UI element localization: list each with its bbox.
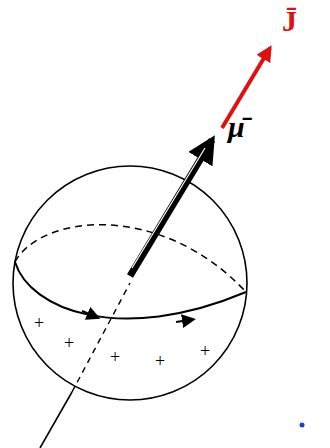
label-text: + (110, 347, 120, 367)
label-text: + (34, 313, 44, 333)
charge-sign: + (155, 352, 165, 370)
sphere-outline (13, 166, 247, 400)
label-text: + (155, 351, 165, 371)
label-text: J̄ (282, 4, 297, 37)
equator-back (15, 225, 246, 292)
axis-line (40, 392, 72, 448)
current-arrow (176, 320, 189, 322)
charge-sign: + (34, 314, 44, 332)
angular-momentum-label: J̄ (282, 6, 297, 36)
charge-sign: + (200, 342, 210, 360)
charge-sign: + (64, 334, 74, 352)
arrow-highlight (132, 148, 205, 268)
charge-sign: + (110, 348, 120, 366)
label-text: μ̄ (228, 110, 245, 143)
label-text: + (200, 341, 210, 361)
axis-line-hidden (72, 283, 130, 392)
ink-dot (300, 423, 305, 428)
label-text: + (64, 333, 74, 353)
magnetic-moment-label: μ̄ (228, 112, 245, 142)
current-arrow (82, 311, 94, 316)
magnetic-moment-arrow (130, 140, 212, 276)
